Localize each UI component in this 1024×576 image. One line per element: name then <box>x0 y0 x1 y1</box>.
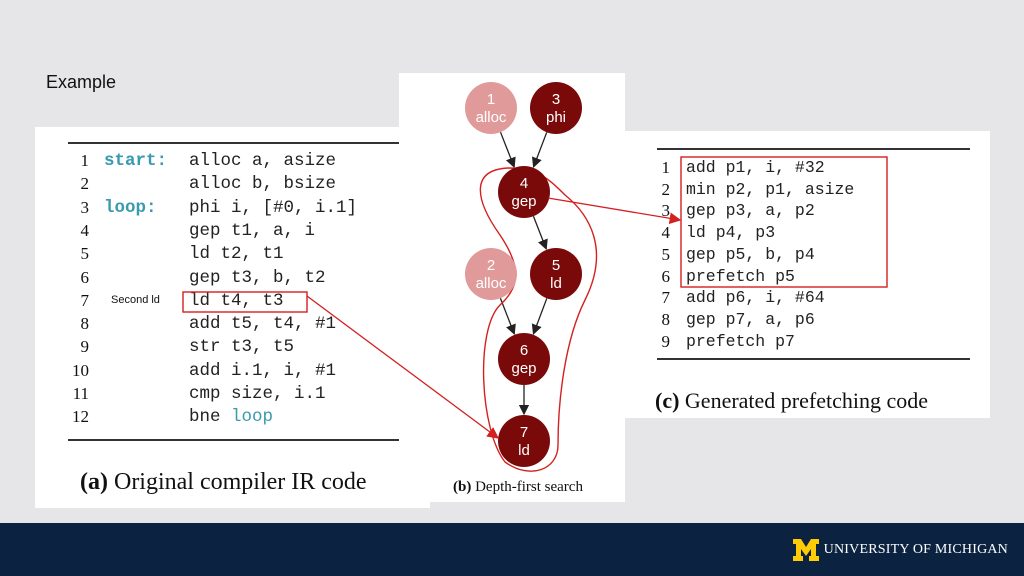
bottom-rule <box>657 358 970 360</box>
code-line: add i.1, i, #1 <box>189 360 337 381</box>
line-number: 6 <box>661 266 671 286</box>
code-line: alloc b, bsize <box>189 174 337 195</box>
code-line: gep p3, a, p2 <box>686 201 815 221</box>
caption-a-label: (a) <box>80 469 108 495</box>
line-number: 8 <box>661 309 671 329</box>
second-ld-annotation: Second ld <box>111 294 160 306</box>
university-logo: UNIVERSITY OF MICHIGAN <box>792 539 1008 561</box>
line-number: 5 <box>80 244 90 264</box>
code-line: ld t4, t3 <box>189 290 284 311</box>
code-line: ld t2, t1 <box>189 244 284 265</box>
line-number: 9 <box>661 331 671 351</box>
caption-c-label: (c) <box>655 388 680 413</box>
caption-b-label: (b) <box>453 479 472 495</box>
code-line: phi i, [#0, i.1] <box>189 197 358 218</box>
line-number: 9 <box>80 337 90 357</box>
line-number: 3 <box>661 201 671 221</box>
panel-prefetch-code: 1 add p1, i, #32 2 min p2, p1, asize 3 gep p3… <box>625 131 990 418</box>
caption-b: (b) Depth-first search <box>453 479 583 496</box>
line-number: 4 <box>661 223 671 243</box>
block-m-icon <box>792 539 819 561</box>
code-line: bne loop <box>189 407 274 428</box>
code-line: prefetch p5 <box>686 266 795 286</box>
panel-dfs: (b) Depth-first search <box>399 73 625 502</box>
line-number: 6 <box>80 267 90 287</box>
bottom-rule <box>68 439 430 441</box>
code-label: loop: <box>104 197 157 218</box>
line-number: 2 <box>661 179 671 199</box>
caption-a: (a) Original compiler IR code <box>80 469 367 496</box>
line-number: 7 <box>661 288 671 308</box>
line-number: 5 <box>661 244 671 264</box>
code-line: min p2, p1, asize <box>686 179 855 199</box>
line-number: 8 <box>80 314 90 334</box>
code-line: gep t1, a, i <box>189 220 316 241</box>
code-line: cmp size, i.1 <box>189 384 326 404</box>
code-line: add t5, t4, #1 <box>189 314 337 335</box>
line-number: 4 <box>80 220 90 240</box>
line-number: 1 <box>80 151 90 170</box>
line-number: 10 <box>72 360 89 380</box>
line-number: 11 <box>72 384 89 403</box>
code-line: gep t3, b, t2 <box>189 267 326 288</box>
top-rule <box>68 142 430 144</box>
footer-bar: UNIVERSITY OF MICHIGAN <box>0 523 1024 576</box>
code-line: add p1, i, #32 <box>686 158 825 177</box>
code-line: add p6, i, #64 <box>686 288 825 308</box>
code-line: gep p5, b, p4 <box>686 244 815 264</box>
caption-c: (c) Generated prefetching code <box>655 388 928 414</box>
code-keyword: loop <box>231 407 274 428</box>
top-rule <box>657 148 970 150</box>
line-number: 12 <box>72 407 89 427</box>
line-number: 7 <box>80 290 90 310</box>
line-number: 1 <box>661 158 671 177</box>
code-line: str t3, t5 <box>189 337 295 358</box>
line-number: 2 <box>80 174 90 194</box>
slide-title: Example <box>46 72 117 92</box>
code-label: start: <box>104 151 168 171</box>
caption-b-text: Depth-first search <box>475 479 583 495</box>
caption-a-text: Original compiler IR code <box>113 469 367 495</box>
code-line: alloc a, asize <box>189 151 337 171</box>
code-line: prefetch p7 <box>686 331 795 351</box>
university-name: UNIVERSITY OF MICHIGAN <box>823 542 1008 557</box>
code-line: ld p4, p3 <box>686 223 776 243</box>
code-line: gep p7, a, p6 <box>686 309 815 329</box>
line-number: 3 <box>80 197 90 217</box>
panel-original-ir: 1 start: alloc a, asize 2 alloc b, bsize 3 loo… <box>35 127 430 508</box>
caption-c-text: Generated prefetching code <box>684 388 929 413</box>
